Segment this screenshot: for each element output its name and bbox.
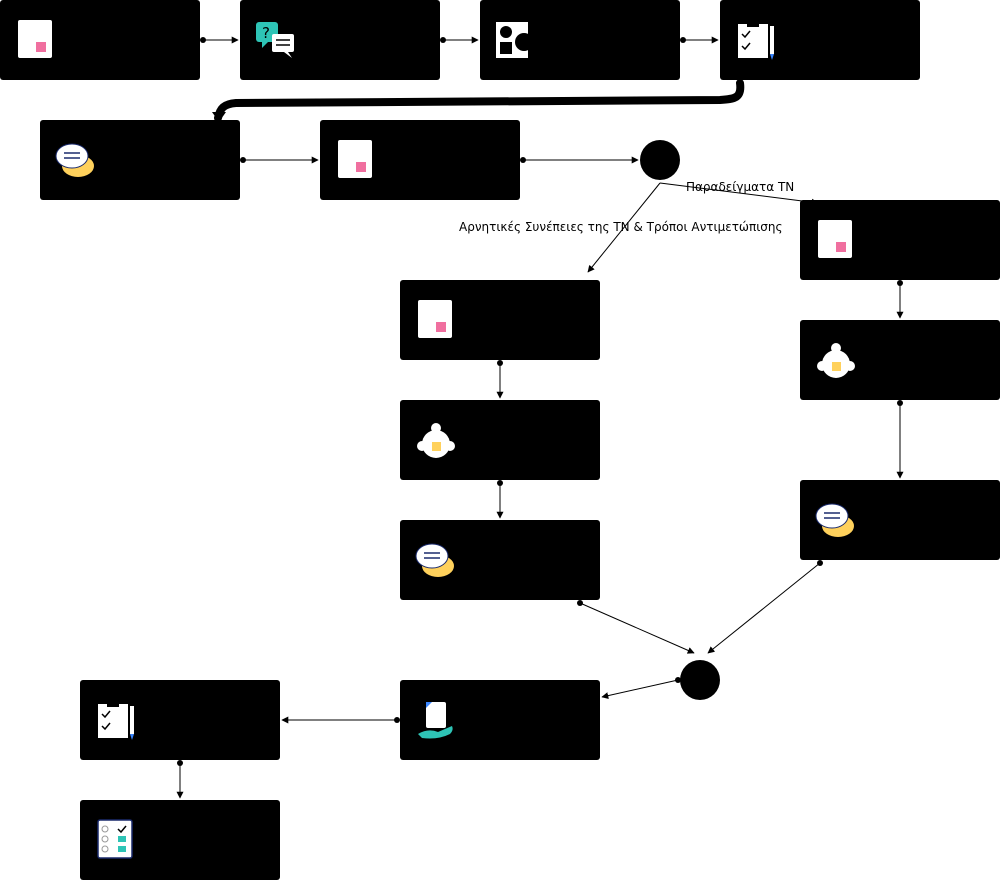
final-node-3[interactable]	[80, 800, 280, 880]
step-node-1[interactable]	[0, 0, 200, 80]
document-icon	[18, 20, 52, 58]
branch-label-consequences: Αρνητικές Συνέπειες της ΤΝ & Τρόποι Αντι…	[459, 220, 783, 234]
clipboard-icon	[738, 21, 774, 60]
edge-4-5	[214, 79, 745, 122]
clipboard-icon	[98, 701, 134, 740]
step-node-3[interactable]	[480, 0, 680, 80]
step-node-6[interactable]	[320, 120, 520, 200]
step-node-2[interactable]: ?	[240, 0, 440, 80]
consequence-node-3[interactable]	[400, 520, 600, 600]
edge-m3-merge	[579, 602, 695, 654]
checklist-icon	[97, 819, 133, 859]
merge-circle	[680, 660, 720, 700]
example-node-2[interactable]	[800, 320, 1000, 400]
shapes-icon	[496, 22, 533, 58]
example-node-3[interactable]	[800, 480, 1000, 560]
chat-bubbles-icon	[415, 543, 454, 577]
consequence-node-1[interactable]	[400, 280, 600, 360]
step-node-5[interactable]	[40, 120, 240, 200]
branch-label-examples: Παραδείγματα ΤΝ	[686, 180, 795, 194]
document-icon	[418, 300, 452, 338]
edge-circle-right	[659, 182, 819, 206]
edge-merge-b1	[601, 679, 679, 700]
final-node-2[interactable]	[80, 680, 280, 760]
question-chat-icon: ?	[256, 22, 294, 58]
document-icon	[818, 220, 852, 258]
edge-r3-merge	[707, 562, 821, 654]
chat-bubbles-icon	[55, 143, 94, 177]
document-icon	[338, 140, 372, 178]
svg-text:?: ?	[262, 24, 270, 42]
step-node-4[interactable]	[720, 0, 920, 80]
hand-document-icon	[418, 702, 453, 739]
lightbulb-icon	[817, 343, 855, 378]
decision-circle	[640, 140, 680, 180]
consequence-node-2[interactable]	[400, 400, 600, 480]
chat-bubbles-icon	[815, 503, 854, 537]
edge-circle-left	[587, 182, 661, 273]
lightbulb-icon	[417, 423, 455, 458]
example-node-1[interactable]	[800, 200, 1000, 280]
final-node-1[interactable]	[400, 680, 600, 760]
